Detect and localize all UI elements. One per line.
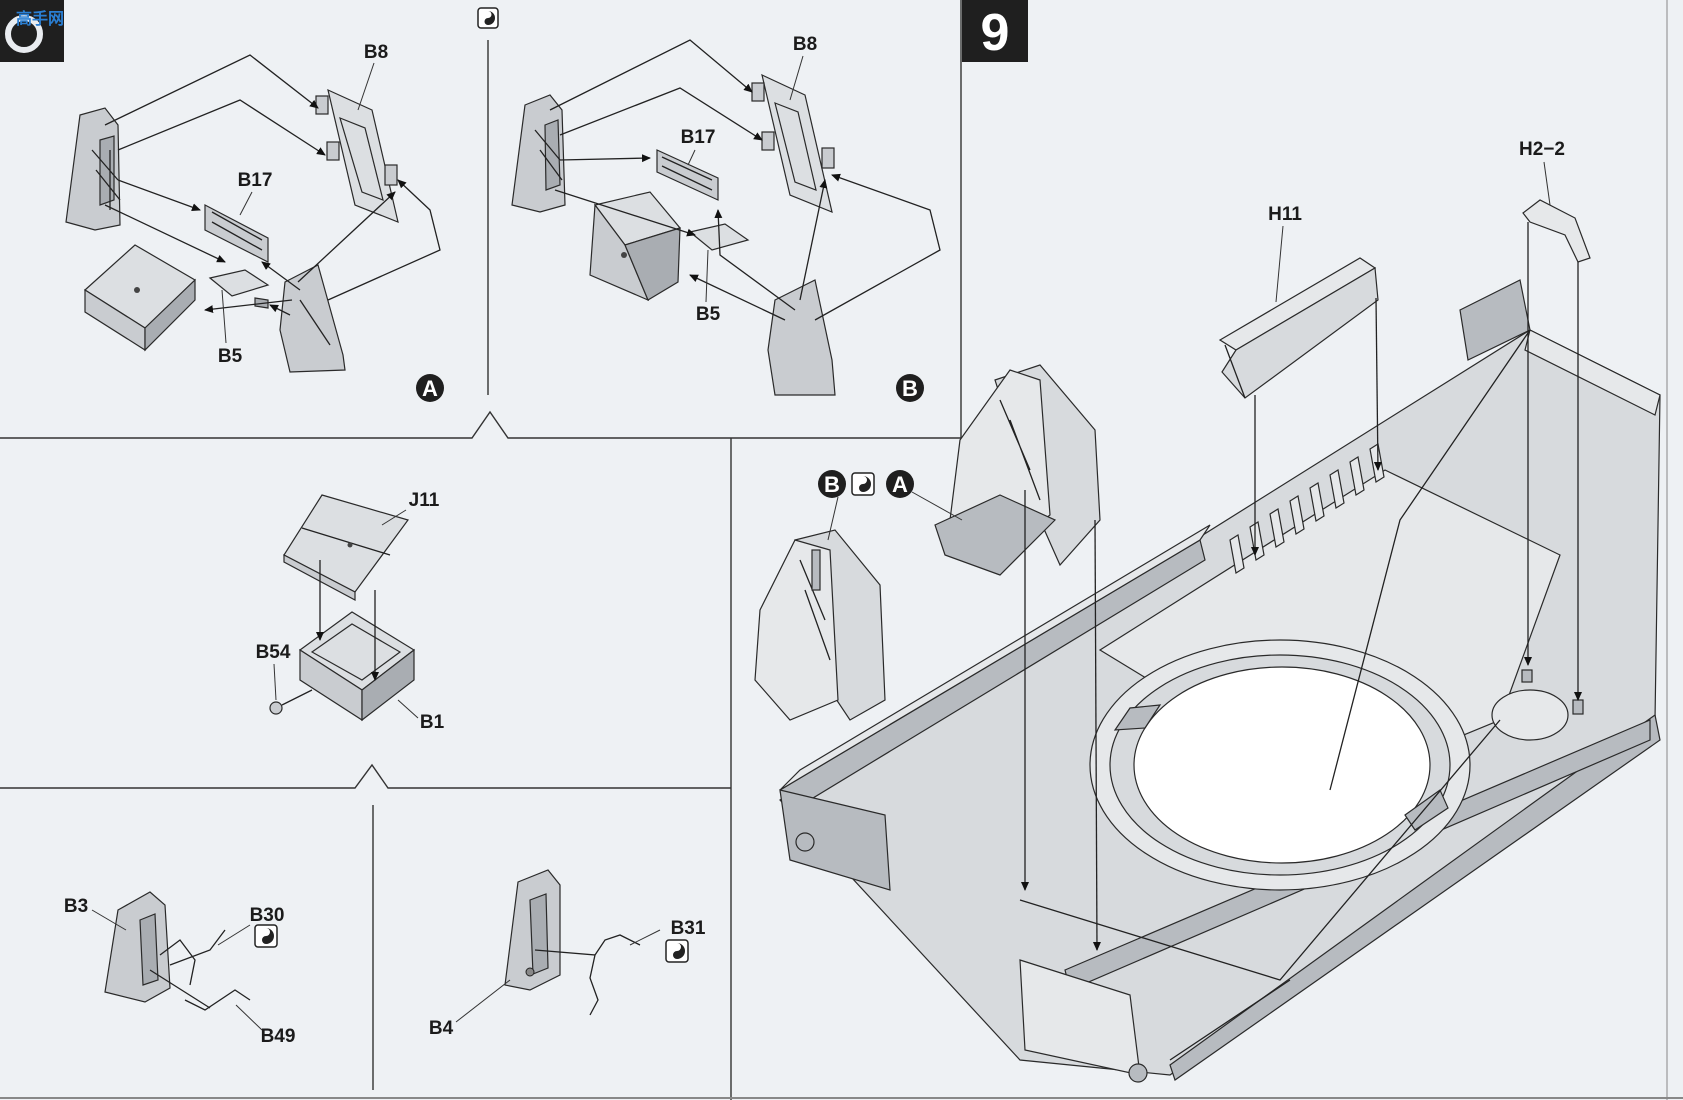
option-a-marker: A — [886, 470, 914, 498]
part-label-b5: B5 — [218, 346, 243, 367]
part-label-b3: B3 — [64, 896, 88, 917]
option-symbol-icon — [254, 924, 278, 948]
part-label-b49: B49 — [261, 1026, 296, 1047]
step-badge-icon: 9 — [962, 0, 1028, 62]
part-label-h2-2: H2−2 — [1519, 139, 1565, 160]
panel-box-assembly: J11 B54 B1 — [256, 490, 445, 733]
watermark-logo: 高手网 — [0, 0, 64, 62]
part-label-b5: B5 — [696, 304, 721, 325]
part-label-b8: B8 — [364, 42, 388, 63]
svg-text:B: B — [824, 472, 840, 497]
panel-option-b: B8 B17 B5 B — [511, 34, 941, 402]
part-label-b4: B4 — [429, 1018, 454, 1039]
watermark-text: 高手网 — [16, 9, 64, 28]
panel-hull-assembly: H11 H2−2 B A — [754, 139, 1661, 1083]
option-b-marker: B — [896, 374, 924, 402]
option-symbol-icon — [851, 472, 875, 496]
part-label-b31: B31 — [671, 918, 706, 939]
option-symbol-icon — [477, 7, 499, 29]
part-label-b17: B17 — [238, 170, 273, 191]
svg-text:B: B — [902, 376, 918, 401]
part-label-b30: B30 — [250, 905, 285, 926]
part-label-b8: B8 — [793, 34, 817, 55]
hull-vents — [1229, 443, 1385, 574]
part-label-b54: B54 — [256, 642, 291, 663]
part-label-j11: J11 — [409, 490, 440, 511]
part-label-b1: B1 — [420, 712, 445, 733]
part-label-h11: H11 — [1268, 204, 1302, 225]
panel-lever-left: B3 B30 B49 — [64, 891, 296, 1047]
option-symbol-icon — [665, 939, 689, 963]
panel-option-a: B8 B17 B5 A — [65, 42, 444, 402]
part-label-b17: B17 — [681, 127, 716, 148]
svg-text:A: A — [892, 472, 908, 497]
option-b-marker: B — [818, 470, 846, 498]
panel-lever-right: B31 B4 — [429, 869, 706, 1039]
option-a-marker: A — [416, 374, 444, 402]
step-number: 9 — [981, 4, 1010, 62]
svg-text:A: A — [422, 376, 438, 401]
